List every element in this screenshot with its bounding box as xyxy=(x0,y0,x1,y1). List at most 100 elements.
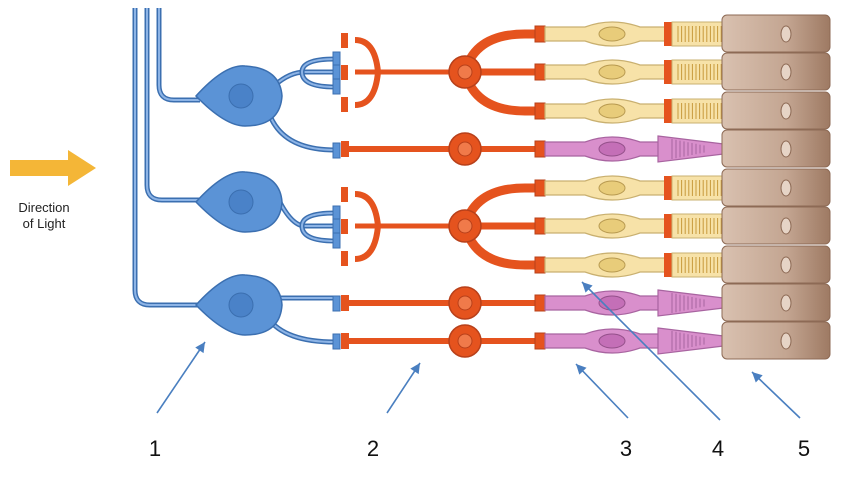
direction-of-light-arrow xyxy=(10,150,96,186)
epithelium-nucleus xyxy=(780,332,792,350)
epithelium-nucleus xyxy=(780,179,792,197)
ganglion-cells xyxy=(194,51,341,350)
cone-cell xyxy=(534,175,733,201)
bipolar-terminal-end xyxy=(341,141,349,157)
ganglion-terminal xyxy=(332,142,341,159)
epithelium-block xyxy=(721,52,831,91)
pointer-line xyxy=(751,371,801,419)
cone-cell xyxy=(534,252,733,278)
epithelium-cell xyxy=(721,245,831,284)
pointer-bipolar xyxy=(386,362,421,414)
cone-synapse xyxy=(534,102,546,120)
rod-nucleus xyxy=(598,141,626,157)
bipolar-terminal-end xyxy=(341,33,348,48)
rod-bipolar-cell xyxy=(341,132,537,166)
rod-synapse xyxy=(534,332,546,350)
pointer-head xyxy=(576,364,587,375)
rod-bipolar-cell xyxy=(341,286,537,320)
cone-nucleus xyxy=(598,218,626,234)
bipolar-terminal-end xyxy=(341,65,348,80)
bipolar-cells xyxy=(341,29,537,358)
epithelium-nucleus xyxy=(780,294,792,312)
bipolar-nucleus xyxy=(457,141,473,157)
rod-cell xyxy=(534,327,743,355)
epithelium-cell xyxy=(721,91,831,130)
pointer-head xyxy=(752,372,763,383)
cone-nucleus xyxy=(598,64,626,80)
cone-synapse xyxy=(534,179,546,197)
epithelium-cell xyxy=(721,321,831,360)
label-bipolar: 2 xyxy=(366,436,380,461)
cone-bipolar-cell xyxy=(341,183,537,270)
optic-nerve-fibers-fill xyxy=(134,8,200,306)
ganglion-terminal xyxy=(332,232,341,249)
ganglion-nucleus xyxy=(228,292,254,318)
pointer-epithelium xyxy=(751,371,801,419)
pointer-line xyxy=(575,363,629,419)
pointer-line xyxy=(581,281,721,421)
epithelium-block xyxy=(721,283,831,322)
ganglion-terminal xyxy=(332,295,341,312)
pointer-cone xyxy=(581,281,721,421)
ganglion-cell xyxy=(194,65,336,153)
cone-connector xyxy=(664,253,672,277)
pointer-line xyxy=(156,341,206,414)
ganglion-synaptic-bracket xyxy=(299,205,341,249)
epithelium-cell xyxy=(721,52,831,91)
cone-synapse xyxy=(534,25,546,43)
bipolar-nucleus xyxy=(457,295,473,311)
ganglion-terminal xyxy=(332,333,341,350)
rod-nucleus xyxy=(598,333,626,349)
cone-cell xyxy=(534,98,733,124)
epithelium-block xyxy=(721,321,831,360)
bipolar-terminal xyxy=(354,37,382,108)
cone-nucleus xyxy=(598,257,626,273)
epithelium-cell xyxy=(721,168,831,207)
bipolar-terminal-end xyxy=(341,187,348,202)
bipolar-terminal-end xyxy=(341,97,348,112)
epithelium-cell xyxy=(721,129,831,168)
optic-nerve-fibers xyxy=(132,8,200,308)
pointer-ganglion xyxy=(156,341,206,414)
label-rod: 3 xyxy=(619,436,633,461)
rod-synapse xyxy=(534,294,546,312)
cone-cell xyxy=(534,59,733,85)
ganglion-dendrite-core xyxy=(267,109,336,151)
epithelium-block xyxy=(721,14,831,53)
ganglion-cell xyxy=(194,274,336,345)
ganglion-nucleus xyxy=(228,189,254,215)
cone-synapse xyxy=(534,217,546,235)
cone-nucleus xyxy=(598,103,626,119)
pointer-rod xyxy=(575,363,629,419)
rod-synapse xyxy=(534,140,546,158)
epithelium-block xyxy=(721,168,831,207)
bipolar-terminal xyxy=(354,191,382,262)
ganglion-synaptic-bracket xyxy=(299,51,341,95)
bipolar-nucleus xyxy=(457,64,473,80)
cone-connector xyxy=(664,60,672,84)
label-cone: 4 xyxy=(711,436,725,461)
pointer-head xyxy=(582,282,593,293)
bipolar-terminal-end xyxy=(341,295,349,311)
epithelium-block xyxy=(721,129,831,168)
epithelium-cell xyxy=(721,283,831,322)
ganglion-nucleus xyxy=(228,83,254,109)
label-ganglion: 1 xyxy=(148,436,162,461)
rod-cell xyxy=(534,289,743,317)
epithelium-nucleus xyxy=(780,25,792,43)
cone-bipolar-cell xyxy=(341,29,537,116)
pointer-arrows xyxy=(156,281,801,421)
cone-connector xyxy=(664,214,672,238)
epithelium-nucleus xyxy=(780,217,792,235)
bipolar-terminal-end xyxy=(341,333,349,349)
pointer-head xyxy=(195,342,205,354)
cone-connector xyxy=(664,99,672,123)
cone-synapse xyxy=(534,256,546,274)
epithelium-block xyxy=(721,206,831,245)
cone-cell xyxy=(534,21,733,47)
rod-cell xyxy=(534,135,743,163)
epithelium-cell xyxy=(721,14,831,53)
cone-connector xyxy=(664,22,672,46)
